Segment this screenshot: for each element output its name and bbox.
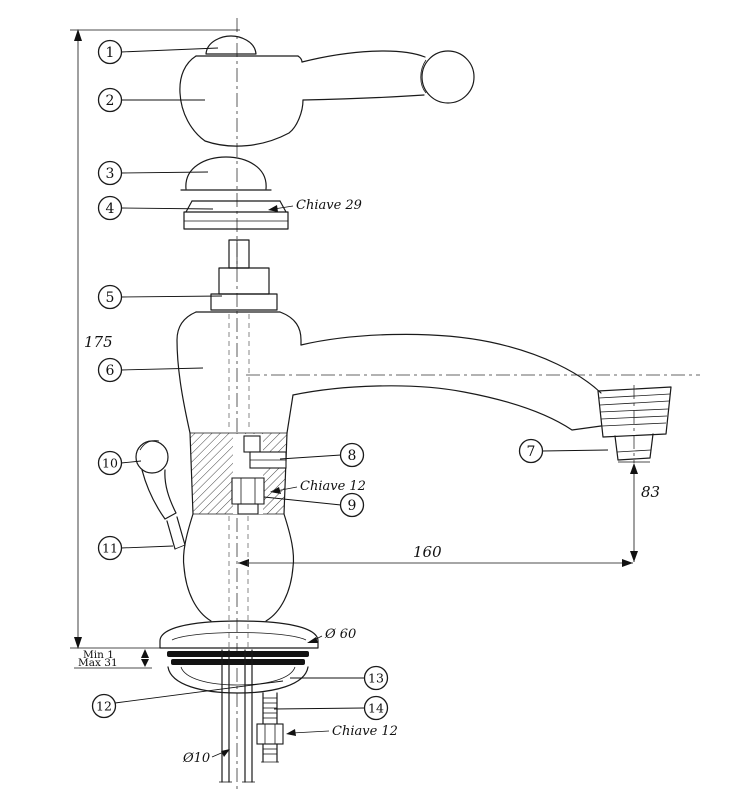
callout-2: 2 bbox=[97, 87, 123, 113]
part-spout bbox=[292, 333, 602, 431]
callout-12: 12 bbox=[91, 693, 117, 719]
callout-7: 7 bbox=[518, 438, 544, 464]
callout-14-number: 14 bbox=[368, 701, 384, 716]
callout-5-leader bbox=[120, 295, 223, 298]
part-body bbox=[176, 311, 302, 648]
spout-reach-label: 160 bbox=[413, 543, 442, 561]
callout-9-number: 9 bbox=[348, 498, 357, 514]
callout-13: 13 bbox=[363, 665, 389, 691]
callout-3-leader bbox=[120, 171, 209, 174]
callout-4-number: 4 bbox=[106, 201, 115, 217]
callout-7-number: 7 bbox=[527, 444, 536, 460]
part-top-screw-cover bbox=[195, 35, 299, 57]
callout-11: 11 bbox=[97, 535, 123, 561]
callout-14: 14 bbox=[363, 695, 389, 721]
dimension-160: 160 bbox=[238, 543, 633, 567]
callout-6-number: 6 bbox=[106, 363, 115, 379]
body-cutaway-section bbox=[189, 432, 288, 515]
callout-9: 9 bbox=[339, 492, 365, 518]
centerlines bbox=[236, 18, 700, 792]
callout-1-leader bbox=[120, 47, 219, 53]
callout-7-leader bbox=[541, 449, 609, 452]
supply-tubes bbox=[219, 649, 255, 783]
gasket-max-label: Max 31 bbox=[78, 657, 118, 669]
part-aerator bbox=[597, 386, 672, 461]
part-popup-knob bbox=[135, 440, 177, 520]
part-body-lower bbox=[159, 513, 319, 649]
wrench-stud-label: Chiave 12 bbox=[332, 724, 398, 739]
callout-13-number: 13 bbox=[368, 671, 384, 686]
part-mounting-stud-and-nut bbox=[256, 692, 284, 763]
supply-diameter-label: Ø10 bbox=[182, 751, 210, 766]
callout-14-leader bbox=[273, 707, 365, 710]
wrench-size-stud: Chiave 12 bbox=[286, 724, 398, 739]
part-valve-hex-nut bbox=[231, 477, 265, 505]
callout-6-leader bbox=[120, 367, 204, 371]
callout-10-leader bbox=[120, 460, 142, 464]
callout-10-number: 10 bbox=[102, 456, 118, 471]
dimension-gasket-min-max: Min 1 Max 31 bbox=[74, 649, 152, 669]
callout-4-leader bbox=[120, 207, 214, 210]
part-ring-nut bbox=[183, 200, 289, 230]
callout-12-leader bbox=[114, 680, 284, 704]
part-popup-rod bbox=[166, 516, 186, 550]
callout-3: 3 bbox=[97, 160, 123, 186]
part-dome-cap bbox=[180, 156, 272, 191]
callout-10: 10 bbox=[97, 450, 123, 476]
part-mounting-plate bbox=[167, 666, 309, 694]
dimension-supply-diameter: Ø10 bbox=[182, 749, 230, 766]
part-handle-and-lever bbox=[179, 50, 475, 147]
callout-3-number: 3 bbox=[106, 166, 115, 182]
gasket-min-label: Min 1 bbox=[83, 649, 114, 661]
wrench-valve-label: Chiave 12 bbox=[300, 479, 366, 494]
callout-5: 5 bbox=[97, 284, 123, 310]
callout-1: 1 bbox=[97, 39, 123, 65]
stud-nut bbox=[256, 723, 284, 745]
callout-8-number: 8 bbox=[348, 448, 357, 464]
spout-height-label: 83 bbox=[641, 483, 660, 501]
callout-9-leader bbox=[263, 496, 342, 506]
callout-6: 6 bbox=[97, 357, 123, 383]
dimension-base-diameter: Ø 60 bbox=[307, 627, 356, 643]
dimension-83: 83 bbox=[618, 461, 660, 562]
valve-stem bbox=[243, 435, 261, 453]
part-base-gasket bbox=[167, 651, 309, 665]
part-cartridge bbox=[210, 239, 278, 311]
base-diameter-label: Ø 60 bbox=[324, 627, 356, 642]
dimension-175: 175 bbox=[70, 29, 240, 649]
wrench-cap-label: Chiave 29 bbox=[296, 198, 362, 213]
callout-2-number: 2 bbox=[106, 93, 115, 109]
callout-8-leader bbox=[279, 454, 342, 460]
callout-5-number: 5 bbox=[106, 290, 115, 306]
callout-11-number: 11 bbox=[102, 541, 118, 556]
callout-4: 4 bbox=[97, 195, 123, 221]
callout-1-number: 1 bbox=[106, 45, 115, 61]
callout-12-number: 12 bbox=[96, 699, 112, 714]
callout-8: 8 bbox=[339, 442, 365, 468]
callout-leaders bbox=[114, 47, 609, 710]
callout-11-leader bbox=[120, 545, 174, 549]
total-height-label: 175 bbox=[84, 333, 113, 351]
